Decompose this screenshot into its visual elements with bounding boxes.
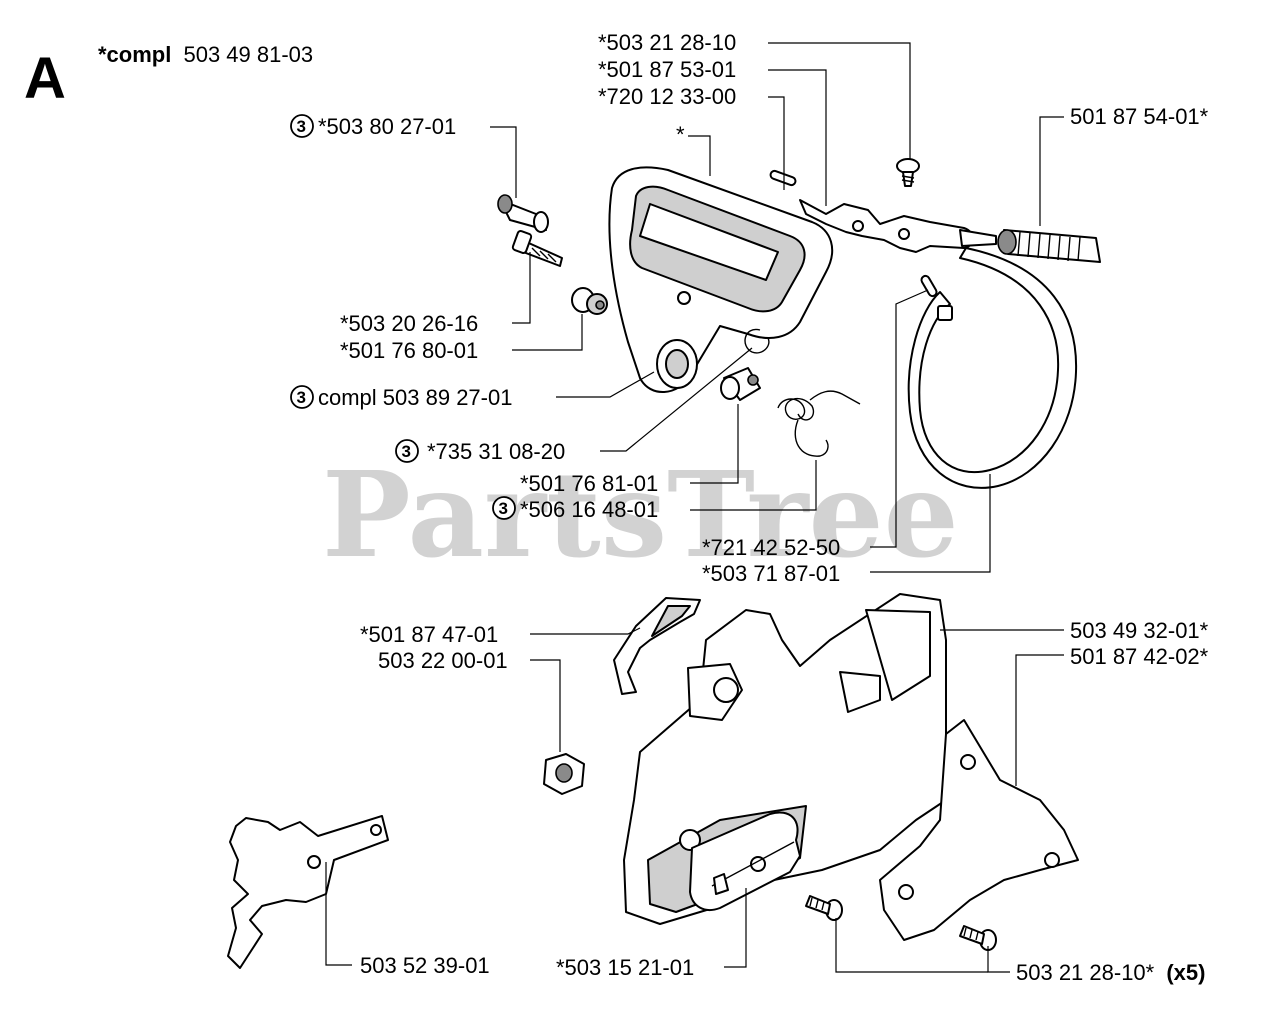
- brake-band: [907, 247, 1078, 489]
- label-501-87-54-01: 501 87 54-01*: [1070, 104, 1209, 129]
- pin-top: [769, 169, 797, 187]
- chain-tool: [227, 815, 389, 969]
- brake-lever: [799, 199, 997, 253]
- label-501-76-81-01: *501 76 81-01: [520, 471, 658, 496]
- label-503-15-21-01: *503 15 21-01: [556, 955, 694, 980]
- screw-bottom-1: [805, 895, 843, 921]
- label-503-20-26-16: *503 20 26-16: [340, 311, 478, 336]
- label-503-71-87-01: *503 71 87-01: [702, 561, 840, 586]
- header-assembly: *compl 503 49 81-03: [98, 42, 313, 67]
- label-503-22-00-01: 503 22 00-01: [378, 648, 508, 673]
- label-503-21-28-10-x5: 503 21 28-10* (x5): [1016, 960, 1205, 985]
- label-503-49-32-01: 503 49 32-01*: [1070, 618, 1209, 643]
- header-prefix: *compl: [98, 42, 171, 67]
- label-720-12-33-00: *720 12 33-00: [598, 84, 736, 109]
- cover-plate: [879, 719, 1079, 941]
- label-506-16-48-01: *506 16 48-01: [520, 497, 658, 522]
- label-501-87-42-02: 501 87 42-02*: [1070, 644, 1209, 669]
- label-735-31-08-20: *735 31 08-20: [427, 439, 565, 464]
- bushing: [720, 367, 761, 401]
- label-x5: (x5): [1166, 960, 1205, 985]
- screw-top: [896, 158, 920, 187]
- svg-text:3: 3: [499, 499, 508, 518]
- svg-text:3: 3: [297, 388, 306, 407]
- badge-506-16-48-01: 3: [492, 496, 516, 520]
- screw-left: [511, 230, 563, 267]
- badge-503-80-27-01: 3: [290, 114, 314, 138]
- hand-guard: [608, 166, 834, 393]
- nut: [543, 753, 585, 795]
- label-501-87-47-01: *501 87 47-01: [360, 622, 498, 647]
- badge-503-89-27-01: 3: [290, 385, 314, 409]
- leader-lines: [325, 42, 1064, 973]
- sleeve-bolt: [497, 194, 549, 233]
- part-labels: *503 21 28-10 *501 87 53-01 *720 12 33-0…: [318, 30, 1209, 985]
- spring: [777, 390, 861, 457]
- svg-text:3: 3: [297, 117, 306, 136]
- chain-clip: [613, 597, 701, 695]
- label-501-87-53-01: *501 87 53-01: [598, 57, 736, 82]
- label-501-76-80-01: *501 76 80-01: [340, 338, 478, 363]
- circlip: [744, 328, 770, 354]
- pin-band: [920, 274, 938, 298]
- coil-spring: [997, 229, 1101, 263]
- label-721-42-52-50: *721 42 52-50: [702, 535, 840, 560]
- screw-bottom-2: [959, 925, 997, 951]
- svg-text:3: 3: [402, 442, 411, 461]
- label-503-52-39-01: 503 52 39-01: [360, 953, 490, 978]
- badge-735-31-08-20: 3: [395, 439, 419, 463]
- washer-nut: [571, 287, 608, 315]
- section-letter: A: [24, 46, 66, 111]
- label-503-21-28-10: *503 21 28-10: [598, 30, 736, 55]
- label-star: *: [676, 122, 685, 147]
- watermark: PartsTree: [322, 445, 959, 584]
- label-503-89-27-01: compl 503 89 27-01: [318, 385, 512, 410]
- header-part: 503 49 81-03: [183, 42, 313, 67]
- label-503-80-27-01: *503 80 27-01: [318, 114, 456, 139]
- label-503-21-28-10b: 503 21 28-10*: [1016, 960, 1155, 985]
- bar-plate: [689, 811, 801, 911]
